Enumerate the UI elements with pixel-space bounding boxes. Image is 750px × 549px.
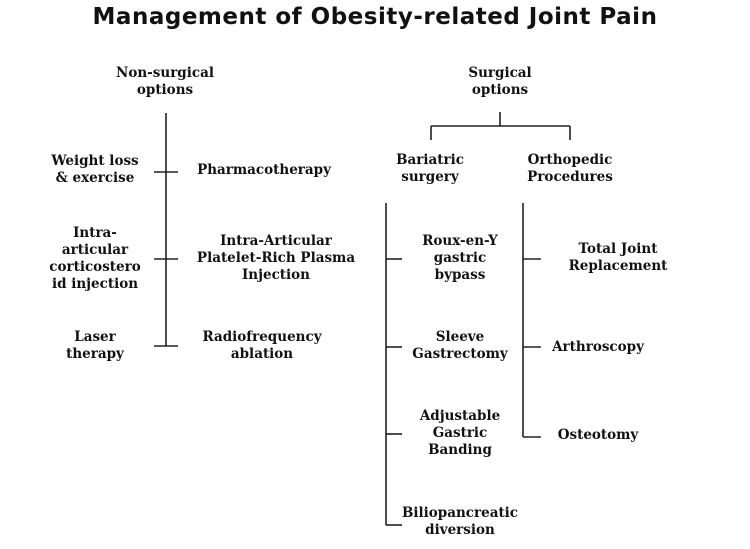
- nonsurgical-right-2: Intra-Articular Platelet-Rich Plasma Inj…: [196, 233, 356, 283]
- nonsurgical-left-3: Laser therapy: [66, 329, 124, 362]
- nonsurgical-left-1: Weight loss & exercise: [51, 153, 139, 186]
- bariatric-item-3: Adjustable Gastric Banding: [419, 408, 501, 458]
- surgical-header: Surgical options: [468, 65, 532, 98]
- nonsurgical-left-2: Intra- articular corticostero id injecti…: [49, 225, 141, 292]
- nonsurgical-right-1: Pharmacotherapy: [197, 162, 331, 178]
- nonsurgical-header: Non-surgical options: [116, 65, 214, 98]
- bariatric-item-1: Roux-en-Y gastric bypass: [422, 233, 498, 283]
- orthopedic-item-1: Total Joint Replacement: [568, 241, 668, 274]
- orthopedic-header: Orthopedic Procedures: [527, 152, 613, 185]
- bariatric-item-2: Sleeve Gastrectomy: [412, 329, 508, 362]
- bariatric-item-4: Biliopancreatic diversion: [401, 505, 519, 538]
- nonsurgical-right-3: Radiofrequency ablation: [202, 329, 322, 362]
- orthopedic-item-3: Osteotomy: [557, 427, 639, 443]
- orthopedic-item-2: Arthroscopy: [552, 339, 644, 355]
- diagram-title: Management of Obesity-related Joint Pain: [92, 4, 658, 30]
- bariatric-header: Bariatric surgery: [396, 152, 464, 185]
